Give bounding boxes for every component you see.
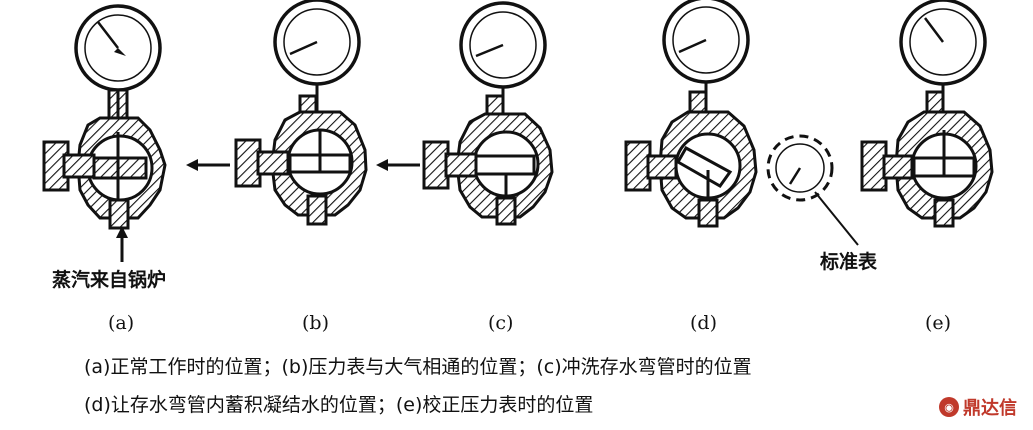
standard-gauge-label: 标准表 [820, 251, 878, 273]
panel-c-figure [422, 1, 554, 226]
gauge-needle-e [924, 17, 944, 43]
panel-e-figure [860, 0, 994, 228]
panel-label-c: (c) [488, 312, 514, 334]
standard-gauge-leader-line [814, 191, 859, 246]
ding-logo-icon: ◉ [939, 397, 959, 417]
panel-b-figure [234, 0, 368, 226]
caption-line-2: (d)让存水弯管内蓄积凝结水的位置；(e)校正压力表时的位置 [84, 394, 594, 416]
gauge-needle-c [475, 43, 504, 58]
watermark: ◉ 鼎达信 [939, 394, 1017, 420]
gauge-needle-d [678, 38, 707, 54]
boiler-steam-label: 蒸汽来自锅炉 [52, 269, 167, 291]
panel-d-figure [624, 0, 758, 228]
watermark-text: 鼎达信 [963, 398, 1017, 419]
panel-label-b: (b) [302, 312, 329, 334]
panel-a-figure [42, 4, 167, 262]
caption-line-1: (a)正常工作时的位置；(b)压力表与大气相通的位置；(c)冲洗存水弯管时的位置 [84, 356, 752, 378]
panel-label-e: (e) [925, 312, 952, 334]
standard-gauge-dashed [766, 134, 859, 246]
gauge-needle-b [289, 40, 318, 56]
panel-label-a: (a) [108, 312, 135, 334]
panel-label-d: (d) [690, 312, 717, 334]
gauge-needle-a [97, 21, 119, 49]
